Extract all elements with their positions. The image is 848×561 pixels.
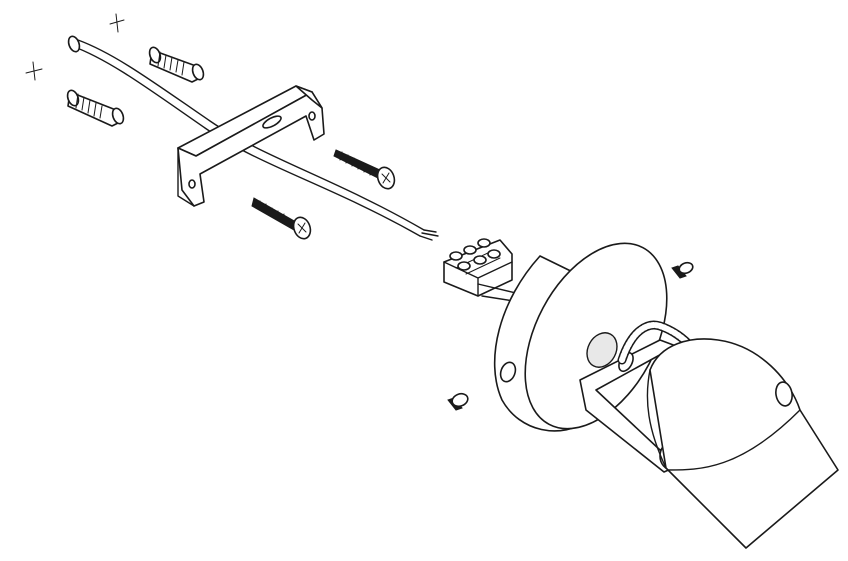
braided-wire (617, 320, 697, 365)
drill-mark-crosshair-left (25, 61, 43, 81)
wood-screw-lower (251, 197, 312, 240)
wall-plug-upper (148, 46, 205, 83)
drill-mark-crosshair-top (109, 13, 125, 33)
machine-screw-right (671, 261, 694, 279)
mounting-bracket (177, 85, 325, 207)
lamp-shade (646, 338, 839, 549)
machine-screw-left (447, 392, 469, 411)
terminal-block (443, 238, 521, 303)
wood-screw-upper (333, 149, 396, 190)
wall-plug-lower (66, 89, 125, 127)
